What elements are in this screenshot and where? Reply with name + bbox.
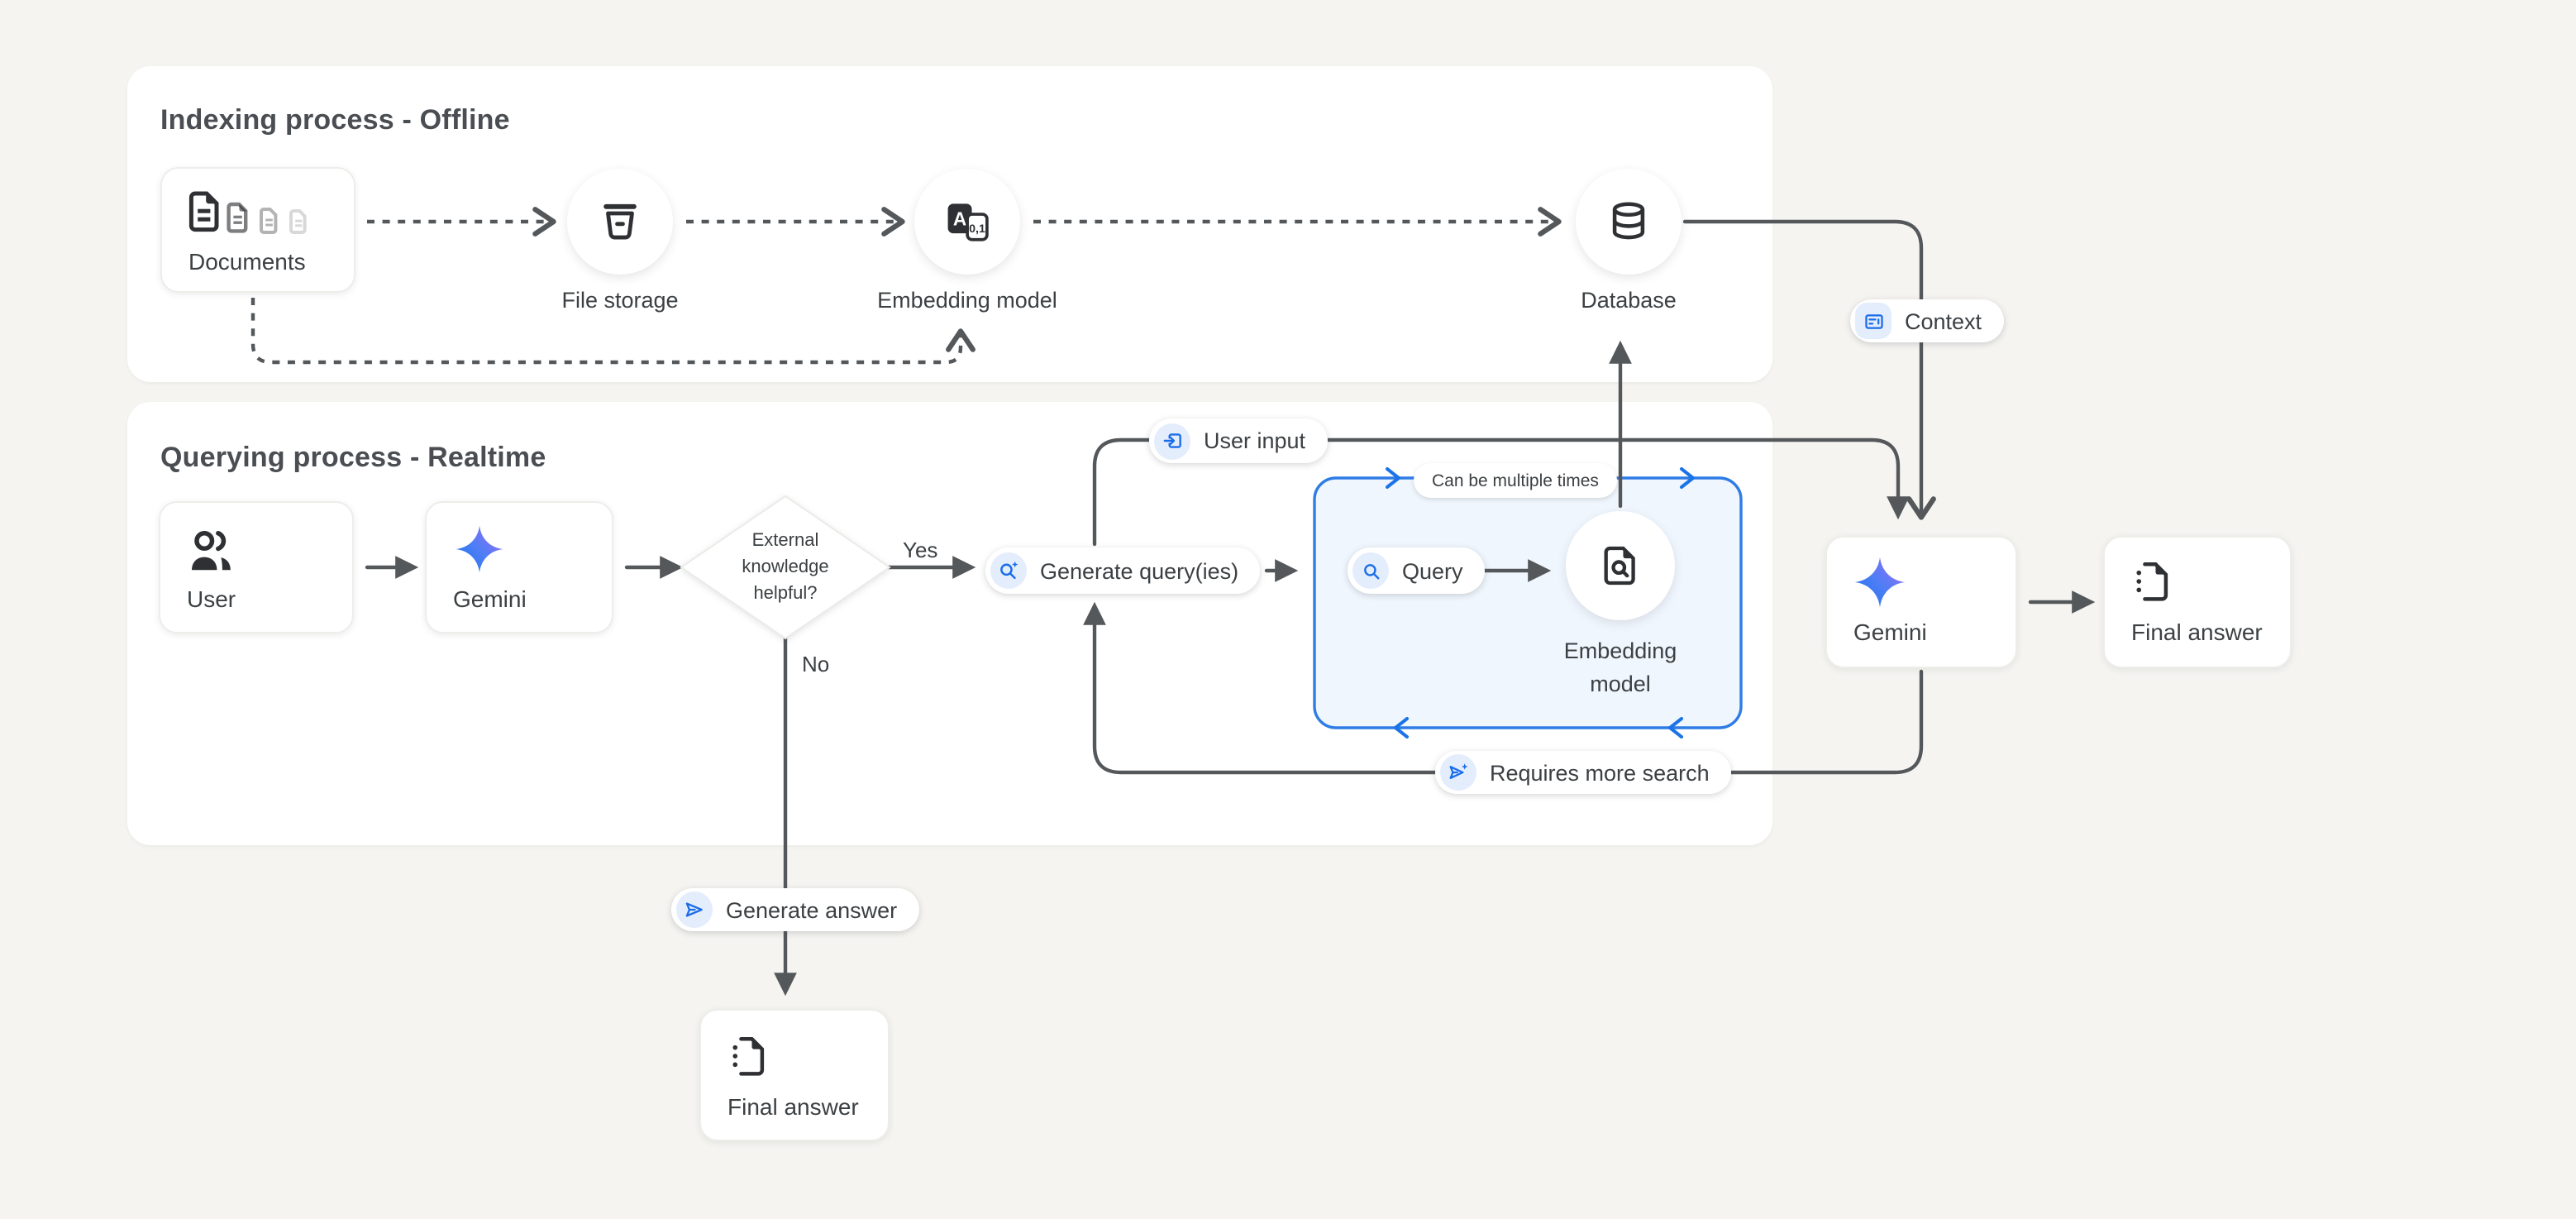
context-badge: Context: [1850, 299, 2004, 342]
people-icon: [192, 531, 231, 571]
embedding-model-top-node: A 0,1: [914, 169, 1020, 275]
final-answer-right-node: Final answer: [2103, 536, 2292, 668]
query-pill: Query: [1348, 547, 1485, 594]
search-sparkle-icon: [990, 552, 1027, 589]
gemini-right-label: Gemini: [1853, 619, 1927, 645]
search-icon: [1352, 552, 1389, 589]
context-badge-label: Context: [1905, 308, 1982, 333]
user-input-badge-label: User input: [1204, 428, 1306, 453]
token-letter: A: [952, 208, 966, 229]
loop-arrow-top-left-icon: [1386, 467, 1400, 489]
requires-more-search-badge: Requires more search: [1435, 751, 1731, 794]
edge-label-no: No: [802, 652, 830, 676]
document-dotted-icon: [732, 1037, 765, 1076]
decision-line3: helpful?: [753, 584, 818, 604]
user-input-badge: User input: [1149, 418, 1328, 463]
input-arrow-icon: [1154, 423, 1190, 459]
file-storage-label: File storage: [561, 288, 679, 313]
gemini-right-node: Gemini: [1825, 536, 2017, 668]
database-cylinder-icon: [1612, 202, 1645, 240]
requires-more-search-label: Requires more search: [1490, 760, 1710, 785]
send-icon: [676, 892, 713, 928]
documents-label: Documents: [188, 248, 306, 275]
generate-answer-label: Generate answer: [726, 897, 898, 922]
documents-node: Documents: [160, 167, 355, 293]
embedding-model-top-label: Embedding model: [877, 288, 1057, 313]
decision-diamond: [676, 491, 894, 652]
loop-arrow-bottom-right-icon: [1668, 717, 1683, 739]
decision-line1: External: [751, 531, 819, 551]
query-loop-box: [1313, 476, 1743, 729]
database-label: Database: [1581, 288, 1677, 313]
send-sparkle-icon: [1440, 754, 1476, 791]
document-search-icon: [1604, 546, 1635, 586]
can-be-multiple-times-label: Can be multiple times: [1432, 471, 1599, 490]
edge-database-context-to-gemini: [1682, 219, 1936, 520]
loop-arrow-top-right-icon: [1680, 467, 1695, 489]
edge-label-yes: Yes: [903, 538, 938, 562]
storage-bin-icon: [603, 203, 637, 240]
gemini-left-node: Gemini: [425, 501, 613, 633]
final-answer-bottom-node: Final answer: [699, 1009, 890, 1141]
gemini-star-icon: [456, 525, 503, 573]
database-node: [1576, 169, 1682, 275]
generate-answer-badge: Generate answer: [671, 888, 919, 931]
decision-text: External knowledge helpful?: [676, 528, 894, 607]
document-dotted-icon: [2136, 562, 2168, 601]
querying-panel-title: Querying process - Realtime: [160, 442, 546, 473]
final-answer-right-label: Final answer: [2131, 619, 2263, 645]
query-pill-label: Query: [1402, 558, 1463, 583]
gemini-left-label: Gemini: [453, 586, 527, 612]
loop-arrow-bottom-left-icon: [1394, 717, 1409, 739]
embedding-model-inner-node: [1566, 511, 1675, 620]
user-label: User: [187, 586, 236, 612]
token-numbers: 0,1: [968, 222, 985, 235]
embedding-model-inner-label: Embedding model: [1563, 638, 1677, 696]
file-storage-node: [567, 169, 673, 275]
decision-line2: knowledge: [742, 557, 829, 577]
indexing-panel-title: Indexing process - Offline: [160, 104, 510, 136]
generate-queries-pill: Generate query(ies): [985, 547, 1261, 594]
article-icon: [1855, 303, 1891, 339]
translate-tokens-icon: A 0,1: [947, 203, 988, 241]
document-stack-icon: [188, 191, 307, 234]
gemini-star-icon: [1854, 557, 1906, 608]
final-answer-bottom-label: Final answer: [727, 1093, 859, 1120]
can-be-multiple-times-badge: Can be multiple times: [1414, 463, 1617, 498]
user-node: User: [159, 501, 354, 633]
edge-userinput-to-gemini: [1092, 437, 1910, 547]
generate-queries-label: Generate query(ies): [1040, 558, 1239, 583]
